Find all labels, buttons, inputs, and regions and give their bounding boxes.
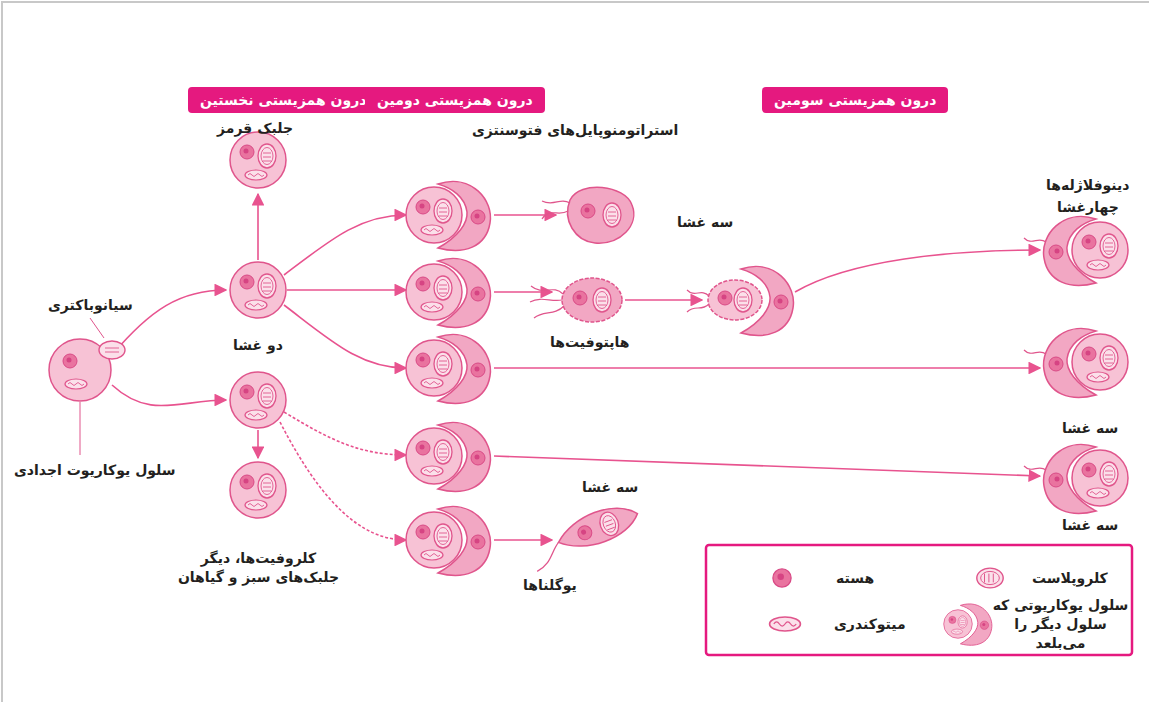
cell-label: چهارغشا [1057, 198, 1119, 217]
cell-label: سه غشا [582, 478, 638, 497]
cell-label: سیانوباکتری [48, 296, 133, 315]
cell-label: سه غشا [677, 213, 733, 232]
legend-text: کلروپلاست [1032, 569, 1108, 588]
legend-text: میتوکندری [834, 615, 906, 634]
legend-text: هسته [836, 569, 874, 588]
header-text: درون همزیستی نخستین [200, 92, 366, 108]
cell-label: هاپتوفیت‌ها [550, 333, 629, 352]
stage-header-box: درون همزیستی سومین [762, 87, 948, 113]
cell-label: دینوفلاژله‌ها [1046, 176, 1130, 195]
stage-header-box: درون همزیستی دومین [365, 87, 545, 113]
cell-label: دو غشا [233, 336, 283, 355]
legend-text: سلول یوکاریوتی که سلول دیگر را می‌بلعد [988, 596, 1133, 653]
cell-label: کلروفیت‌ها، دیگر جلبک‌های سبز و گیاهان [171, 549, 346, 587]
cell-label: یوگلناها [523, 576, 577, 595]
header-text: درون همزیستی دومین [377, 92, 533, 108]
cell-label: سه غشا [1062, 419, 1118, 438]
cell-label: سلول یوکاریوت اجدادی [14, 461, 176, 480]
header-text: درون همزیستی سومین [774, 92, 936, 108]
stage-header-box: درون همزیستی نخستین [188, 87, 378, 113]
cell-label: استراتومنوپایل‌های فتوسنتزی [472, 121, 678, 140]
cell-label: سه غشا [1062, 516, 1118, 535]
cell-label: جلبک قرمز [217, 119, 293, 138]
